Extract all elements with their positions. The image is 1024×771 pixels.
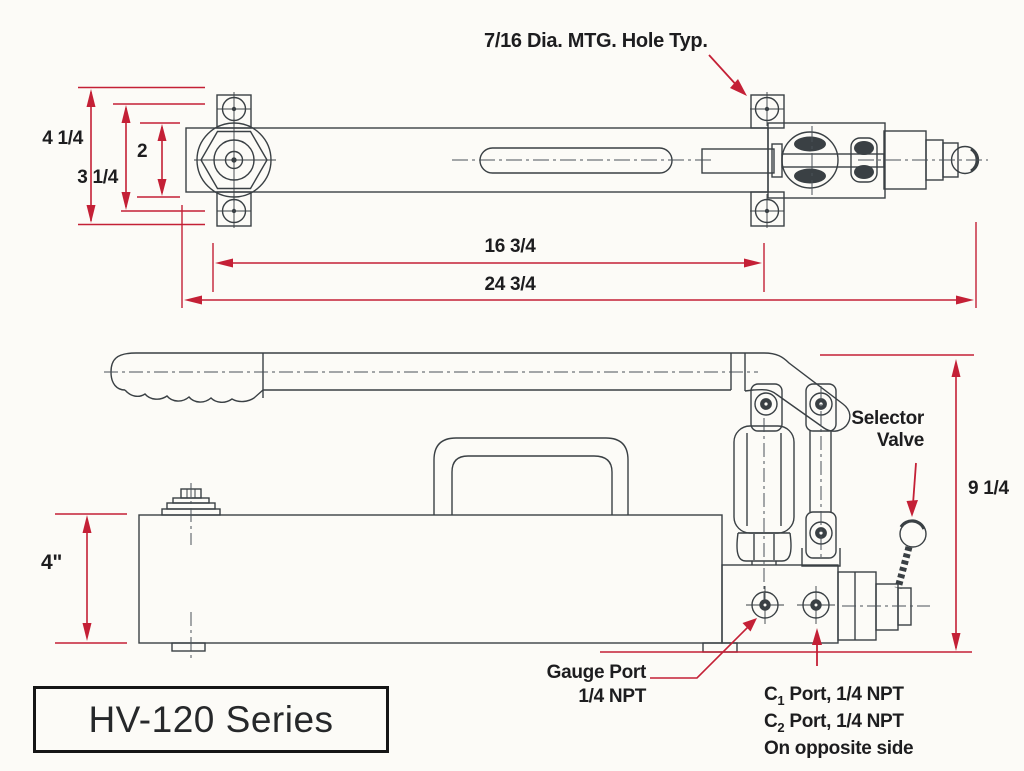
gauge-port-label: Gauge Port 1/4 NPT: [540, 661, 647, 709]
dim-arrow-24-3-4: [184, 295, 974, 305]
mounting-foot: [171, 642, 206, 652]
series-title: HV-120 Series: [88, 698, 334, 740]
mtg-hole-leader-arrow: [708, 54, 747, 96]
pump-cylinder-side: [733, 425, 795, 565]
centerline: [104, 371, 930, 658]
carry-handle: [433, 437, 629, 515]
ports-note-label: On opposite side: [764, 738, 914, 759]
dimension-annotations: [55, 54, 977, 679]
c2-port-label: C2 Port, 1/4 NPT: [764, 711, 904, 735]
dim-arrow-4in: [82, 515, 92, 641]
dim-label-3-1-4: 3 1/4: [77, 167, 118, 188]
gauge-port-label-line2: 1/4 NPT: [578, 686, 646, 707]
c1-port-label: C1 Port, 1/4 NPT: [764, 684, 904, 708]
dim-arrow-3-1-4: [121, 105, 131, 210]
selector-valve-leader-arrow: [906, 462, 918, 517]
c1-port-leader-arrow: [812, 628, 822, 666]
reservoir-side: [138, 514, 723, 644]
dim-arrow-4-1-4: [86, 89, 96, 223]
selector-valve-label-line1: Selector: [851, 408, 924, 429]
dim-label-16-3-4: 16 3/4: [484, 236, 536, 257]
filler-cap-plan: [194, 118, 276, 202]
selector-valve-lever: [894, 519, 927, 589]
mtg-hole-label: 7/16 Dia. MTG. Hole Typ.: [484, 30, 708, 52]
centerline: [452, 126, 988, 195]
series-title-box: HV-120 Series: [33, 686, 389, 753]
dim-arrow-16-3-4: [215, 258, 762, 268]
top-view-drawing: [185, 92, 988, 228]
dim-label-4-1-4: 4 1/4: [42, 128, 83, 149]
dim-label-24-3-4: 24 3/4: [484, 274, 536, 295]
pump-handle-side: [110, 352, 851, 432]
dim-label-4in: 4": [41, 551, 63, 574]
dim-arrow-9-1-4: [951, 359, 961, 651]
dim-label-9-1-4: 9 1/4: [968, 478, 1009, 499]
gauge-port-leader-arrow: [650, 618, 757, 679]
dim-arrow-2: [157, 124, 167, 196]
pivot-joint-plan: [781, 131, 878, 189]
gauge-port-label-line1: Gauge Port: [546, 662, 647, 683]
selector-valve-label: Selector Valve: [820, 408, 924, 452]
dim-label-2: 2: [137, 141, 148, 162]
mounting-foot: [702, 642, 738, 653]
gauge-port: [746, 586, 784, 624]
c1-port: [797, 586, 835, 624]
c-ports-label: C1 Port, 1/4 NPT C2 Port, 1/4 NPT On opp…: [764, 681, 914, 762]
selector-valve-label-line2: Valve: [876, 430, 924, 451]
handle-rod-plan: [701, 148, 775, 174]
side-view-drawing: [104, 352, 930, 658]
